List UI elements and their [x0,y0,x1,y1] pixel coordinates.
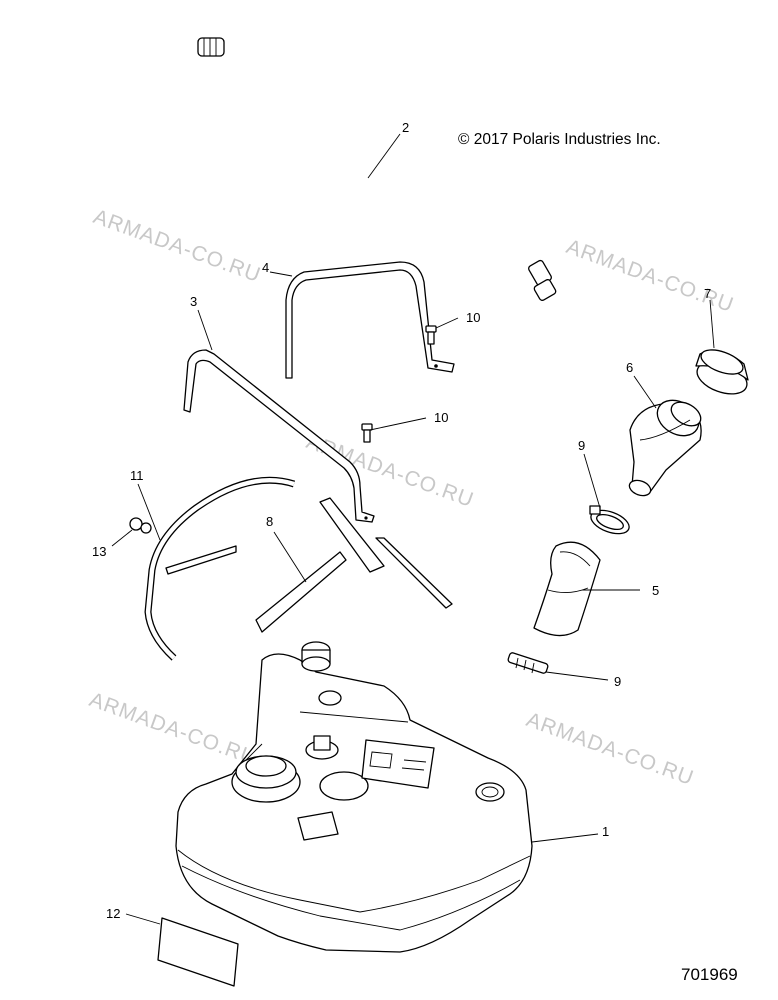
tank-side-port [318,690,342,706]
callout-9-lower: 9 [614,674,621,689]
tank-square-pad [297,811,339,841]
part-bolt-2 [361,423,373,443]
callouts: 2 4 3 10 7 6 10 9 11 8 13 5 9 1 12 [92,120,711,921]
tank-fill-port [475,782,505,802]
callout-3: 3 [190,294,197,309]
callout-12: 12 [106,906,120,921]
part-strap-rear [183,349,375,523]
callout-11: 11 [130,468,144,483]
tank-vent-fitting [305,735,339,760]
part-fuel-tank [175,641,533,953]
callout-2: 2 [402,120,409,135]
part-strap-front [285,261,455,379]
watermark-4: ARMADA-CO.RU [86,688,260,770]
part-clamp-lower [507,652,549,674]
part-pads [165,497,453,633]
tank-sender-pad [319,771,369,801]
diagram-number: 701969 [681,965,738,984]
part-fuel-cap [695,349,749,395]
tank-pump-module [231,755,301,803]
fuel-line-connector-top [197,37,225,57]
callout-9-upper: 9 [578,438,585,453]
watermark-5: ARMADA-CO.RU [523,708,697,790]
part-filler-neck [628,399,702,497]
callout-8: 8 [266,514,273,529]
callout-6: 6 [626,360,633,375]
callout-5: 5 [652,583,659,598]
fuel-line-connector-bottom [528,259,557,301]
watermark-1: ARMADA-CO.RU [90,205,264,287]
callout-7: 7 [704,286,711,301]
part-label [157,917,239,987]
part-clip [129,517,152,534]
watermark-2: ARMADA-CO.RU [563,235,737,317]
callout-10-lower: 10 [434,410,448,425]
callout-13: 13 [92,544,106,559]
part-clamp-upper [589,505,630,535]
tank-label-plate [361,739,435,789]
part-vent-hose [144,476,296,661]
tank-top-neck [301,641,331,672]
part-fuel-line [197,37,557,301]
part-bolt-1 [425,325,437,345]
callout-1: 1 [602,824,609,839]
watermarks: ARMADA-CO.RU ARMADA-CO.RU ARMADA-CO.RU A… [86,205,737,790]
leader-lines [111,133,715,925]
callout-10-upper: 10 [466,310,480,325]
callout-4: 4 [262,260,269,275]
copyright-text: © 2017 Polaris Industries Inc. [458,131,661,148]
part-filler-hose [533,541,601,637]
